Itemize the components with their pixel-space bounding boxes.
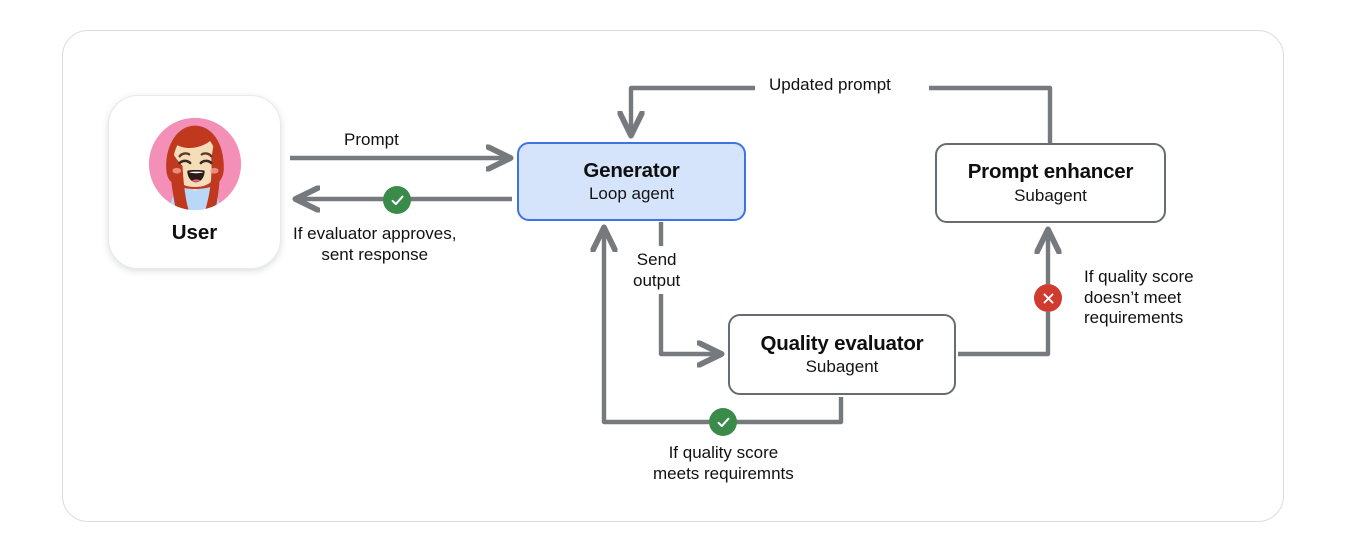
check-circle-icon bbox=[383, 186, 411, 214]
node-prompt-enhancer-subtitle: Subagent bbox=[1014, 185, 1087, 205]
node-user[interactable]: User bbox=[108, 95, 281, 269]
node-prompt-enhancer-title: Prompt enhancer bbox=[967, 160, 1134, 184]
x-circle-icon bbox=[1034, 284, 1062, 312]
node-user-label: User bbox=[171, 220, 218, 244]
node-generator-title: Generator bbox=[583, 158, 680, 182]
node-quality-evaluator-title: Quality evaluator bbox=[760, 331, 924, 355]
edge-label-fails-requirements: If quality score doesn’t meet requiremen… bbox=[1080, 267, 1198, 330]
node-prompt-enhancer[interactable]: Prompt enhancer Subagent bbox=[935, 143, 1166, 223]
node-quality-evaluator-subtitle: Subagent bbox=[805, 357, 879, 377]
edge-label-send-output: Send output bbox=[627, 247, 687, 295]
edge-label-updated-prompt: Updated prompt bbox=[760, 75, 900, 96]
user-avatar-icon bbox=[148, 117, 241, 210]
node-generator[interactable]: Generator Loop agent bbox=[517, 142, 746, 221]
edge-label-meets-requirements: If quality score meets requiremnts bbox=[648, 443, 799, 485]
edge-label-prompt: Prompt bbox=[338, 130, 405, 151]
edge-label-approve: If evaluator approves, sent response bbox=[289, 224, 461, 266]
check-circle-icon bbox=[709, 408, 737, 436]
node-generator-subtitle: Loop agent bbox=[588, 184, 675, 204]
node-quality-evaluator[interactable]: Quality evaluator Subagent bbox=[728, 314, 956, 395]
